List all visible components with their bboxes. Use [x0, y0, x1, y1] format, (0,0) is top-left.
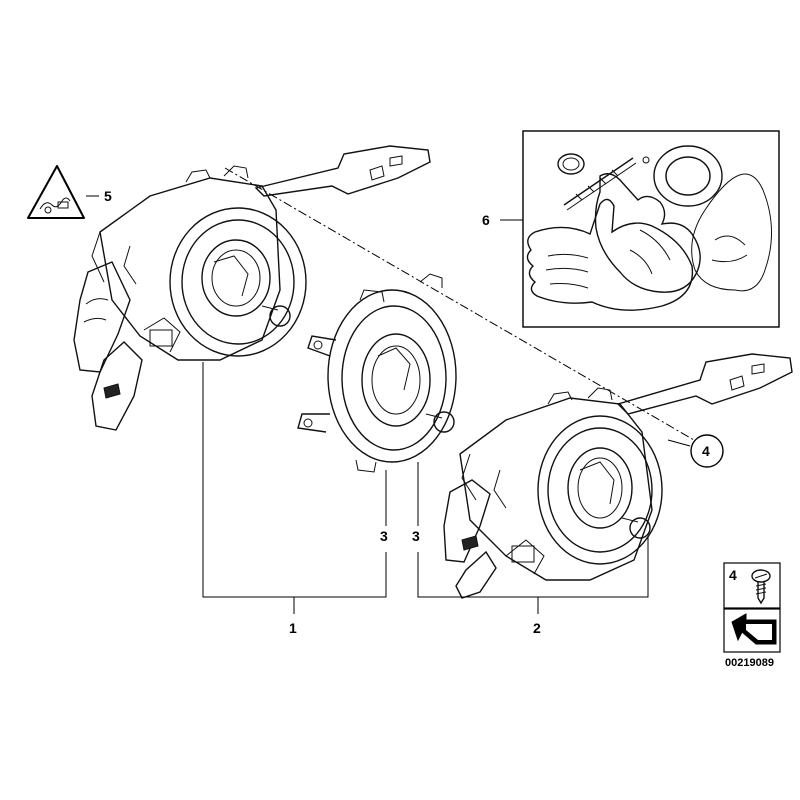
legend-screw-cell — [723, 562, 781, 609]
callout-3a: 3 — [380, 528, 388, 544]
legend-item-number: 4 — [729, 567, 737, 583]
steering-column-switch-icon — [73, 145, 431, 431]
bracket-2 — [417, 536, 649, 598]
screw-icon — [751, 569, 771, 605]
assembly-axis — [224, 167, 695, 441]
callout-4-circle — [690, 434, 724, 468]
callout-6: 6 — [482, 212, 490, 228]
callout-3b: 3 — [412, 528, 420, 544]
legend-box: 4 00219089 — [723, 562, 781, 669]
clock-spring-icon — [297, 273, 457, 473]
callout-2: 2 — [533, 620, 541, 636]
bracket-1 — [202, 362, 387, 598]
gloves-kit-icon — [526, 145, 772, 311]
warning-triangle-icon — [27, 165, 85, 219]
kit-box — [522, 130, 780, 328]
callout-5: 5 — [104, 188, 112, 204]
steering-column-switch-icon — [443, 353, 793, 599]
leader-4 — [667, 439, 691, 447]
arrow-sign-icon — [731, 613, 777, 645]
callout-1: 1 — [289, 620, 297, 636]
callout-4: 4 — [702, 443, 710, 459]
diagram-code: 00219089 — [725, 657, 774, 669]
legend-arrow-cell — [723, 608, 781, 653]
